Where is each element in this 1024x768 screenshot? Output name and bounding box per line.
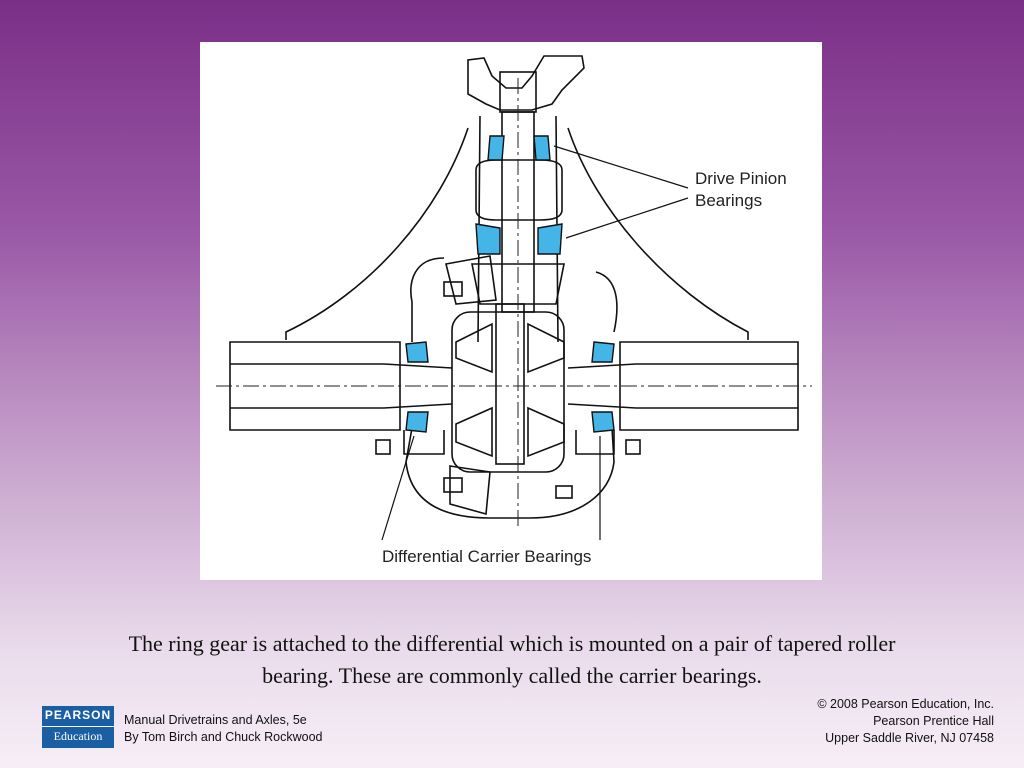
right-axle-shaft [636, 363, 798, 409]
left-axle-shaft [230, 363, 384, 409]
pinion-bearing-upper-left [487, 135, 505, 161]
pinion-bearing-lower-left [475, 223, 501, 255]
cap-bolt-left [375, 439, 391, 455]
case-bolt [555, 485, 573, 499]
copyright-block: © 2008 Pearson Education, Inc. Pearson P… [817, 696, 994, 747]
differential-case-top [410, 257, 618, 342]
pinion-bearing-upper-right [533, 135, 551, 161]
label-drive-pinion: Drive Pinion [695, 169, 787, 188]
ring-gear-top [445, 255, 497, 305]
slide-caption: The ring gear is attached to the differe… [40, 628, 984, 692]
pinion-bearing-lower-right [537, 223, 563, 255]
carrier-bearing-lower-right [591, 411, 615, 433]
differential-case-inner [451, 311, 565, 473]
ring-gear-bottom [449, 465, 491, 516]
leader-carrier-left [381, 435, 415, 541]
logo-education-text: Education [53, 729, 103, 743]
ring-bolt-bottom [443, 477, 463, 493]
carrier-flange-right [567, 127, 749, 340]
differential-case-bottom [405, 427, 615, 519]
left-axle-tube [229, 341, 401, 431]
book-info: Manual Drivetrains and Axles, 5e By Tom … [124, 712, 322, 746]
leader-pinion-upper [553, 145, 689, 189]
side-gear-left-bottom [455, 406, 493, 458]
ring-bolt-top [443, 281, 463, 297]
book-authors: By Tom Birch and Chuck Rockwood [124, 730, 323, 744]
carrier-flange-left [285, 127, 469, 340]
pinion-gear [471, 263, 565, 305]
carrier-bearing-lower-left [405, 411, 429, 433]
carrier-bearing-upper-right [591, 341, 615, 363]
diagram-panel: Drive Pinion Bearings Differential Carri… [200, 42, 822, 580]
carrier-bearing-upper-left [405, 341, 429, 363]
side-gear-right-bottom [527, 406, 565, 458]
leader-pinion-lower [565, 197, 689, 239]
label-bearings: Bearings [695, 191, 762, 210]
copyright-line-2: Pearson Prentice Hall [873, 714, 994, 728]
side-gear-left-top [455, 322, 493, 374]
axle-splines [383, 363, 637, 409]
cap-bolt-right [625, 439, 641, 455]
pinion-cross-shaft [495, 303, 525, 465]
bearing-spacer [475, 159, 563, 221]
caption-line-1: The ring gear is attached to the differe… [128, 631, 896, 656]
copyright-line-1: © 2008 Pearson Education, Inc. [817, 697, 994, 711]
right-axle-tube [619, 341, 799, 431]
carrier-cap-left [403, 430, 445, 455]
book-title: Manual Drivetrains and Axles, 5e [124, 713, 307, 727]
differential-cutaway-diagram: Drive Pinion Bearings Differential Carri… [216, 55, 812, 566]
pearson-logo: PEARSON Education [42, 706, 114, 748]
side-gear-right-top [527, 322, 565, 374]
copyright-line-3: Upper Saddle River, NJ 07458 [825, 731, 994, 745]
caption-line-2: bearing. These are commonly called the c… [262, 663, 762, 688]
label-carrier-bearings: Differential Carrier Bearings [382, 547, 591, 566]
pinion-yoke [467, 55, 585, 111]
logo-pearson-text: PEARSON [42, 708, 114, 727]
carrier-cap-right [575, 430, 615, 455]
